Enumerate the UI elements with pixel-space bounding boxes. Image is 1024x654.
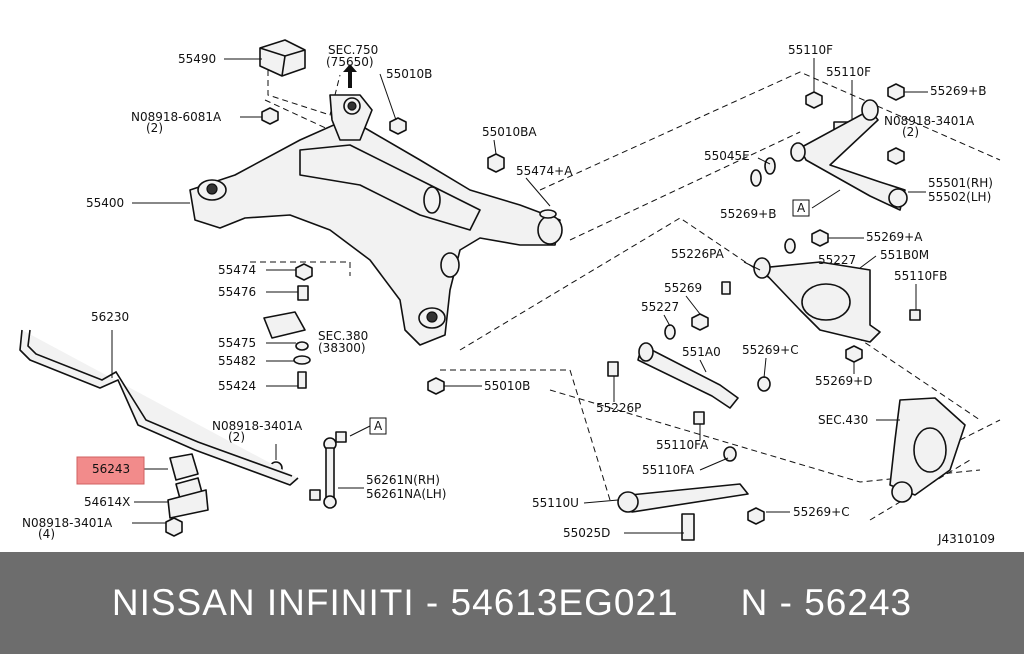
part-label: 55490: [178, 52, 216, 66]
part-label: 55269: [664, 281, 702, 295]
stabilizer-link-56261N: [323, 437, 337, 509]
bushing-56243: [167, 453, 209, 519]
part-label: (2): [146, 121, 163, 135]
part-label: 55010B: [386, 67, 432, 81]
highlight-56243: [76, 456, 145, 485]
part-label: 55110F: [788, 43, 833, 57]
part-label: 56243: [92, 462, 130, 476]
part-label: A: [374, 419, 383, 433]
part-label: J4310109: [937, 532, 995, 546]
ref-box-a-right: [792, 199, 810, 217]
lower-arm-551B0M: [753, 257, 881, 343]
part-label: SEC.430: [818, 413, 868, 427]
part-label: 55482: [218, 354, 256, 368]
subframe-55400: [189, 94, 563, 346]
part-label: 55475: [218, 336, 256, 350]
part-label: 55110FB: [894, 269, 947, 283]
leader-lines: [111, 58, 928, 534]
part-label: 55226PA: [671, 247, 725, 261]
part-label: (2): [228, 430, 245, 444]
part-label: 55010B: [484, 379, 530, 393]
damper-block-55490: [259, 39, 306, 77]
part-label: 55269+C: [742, 343, 799, 357]
part-label: N08918-3401A: [884, 114, 975, 128]
part-label: 55424: [218, 379, 256, 393]
part-label: 55269+C: [793, 505, 850, 519]
fasteners: [165, 83, 921, 541]
part-label: 55110F: [826, 65, 871, 79]
part-label: 55110FA: [656, 438, 709, 452]
part-label: 55227: [641, 300, 679, 314]
part-label: 55501(RH): [928, 176, 993, 190]
part-label: 56261N(RH): [366, 473, 440, 487]
part-label: 55400: [86, 196, 124, 210]
part-label: 54614X: [84, 495, 130, 509]
part-label: (75650): [326, 55, 374, 69]
part-label: N08918-3401A: [212, 419, 303, 433]
part-label: (4): [38, 527, 55, 541]
lower-link-55110U: [617, 483, 749, 513]
footer-part-number: NISSAN INFINITI - 54613EG021: [111, 582, 679, 623]
lateral-link-551A0: [637, 342, 739, 409]
stabilizer-bar-56230: [19, 329, 299, 486]
part-label: (2): [902, 125, 919, 139]
part-label: 55025D: [563, 526, 610, 540]
part-label: 55269+A: [866, 230, 923, 244]
part-label: 55474: [218, 263, 256, 277]
part-label: N08918-3401A: [22, 516, 113, 530]
knuckle-sec430: [889, 397, 966, 503]
part-label: 56261NA(LH): [366, 487, 446, 501]
arrow-sec750-icon: [343, 64, 357, 88]
part-label: 55110FA: [642, 463, 695, 477]
parts-diagram: 55490SEC.750(75650)55010BN08918-6081A(2)…: [19, 39, 1001, 546]
part-label: 55269+B: [930, 84, 986, 98]
part-label: 55010BA: [482, 125, 537, 139]
part-label: 55226P: [596, 401, 641, 415]
part-label: 551A0: [682, 345, 721, 359]
upper-arm-55501: [790, 99, 908, 211]
part-label: SEC.750: [328, 43, 378, 57]
part-label: 55269+D: [815, 374, 872, 388]
part-label: A: [797, 201, 806, 215]
part-label: 56230: [91, 310, 129, 324]
part-label: 55269+B: [720, 207, 776, 221]
footer-bar: NISSAN INFINITI - 54613EG021 N - 56243: [0, 552, 1024, 654]
part-label: SEC.380: [318, 329, 368, 343]
footer-ref-number: N - 56243: [740, 582, 913, 623]
part-label: N08918-6081A: [131, 110, 222, 124]
ref-box-a-left: [369, 417, 387, 435]
part-label: 55227: [818, 253, 856, 267]
part-label: 55474+A: [516, 164, 573, 178]
part-label: 551B0M: [880, 248, 929, 262]
part-label: 55502(LH): [928, 190, 991, 204]
part-labels: 55490SEC.750(75650)55010BN08918-6081A(2)…: [22, 43, 995, 546]
part-label: 55045E: [704, 149, 750, 163]
part-label: 55476: [218, 285, 256, 299]
part-label: (38300): [318, 341, 366, 355]
part-label: 55110U: [532, 496, 579, 510]
